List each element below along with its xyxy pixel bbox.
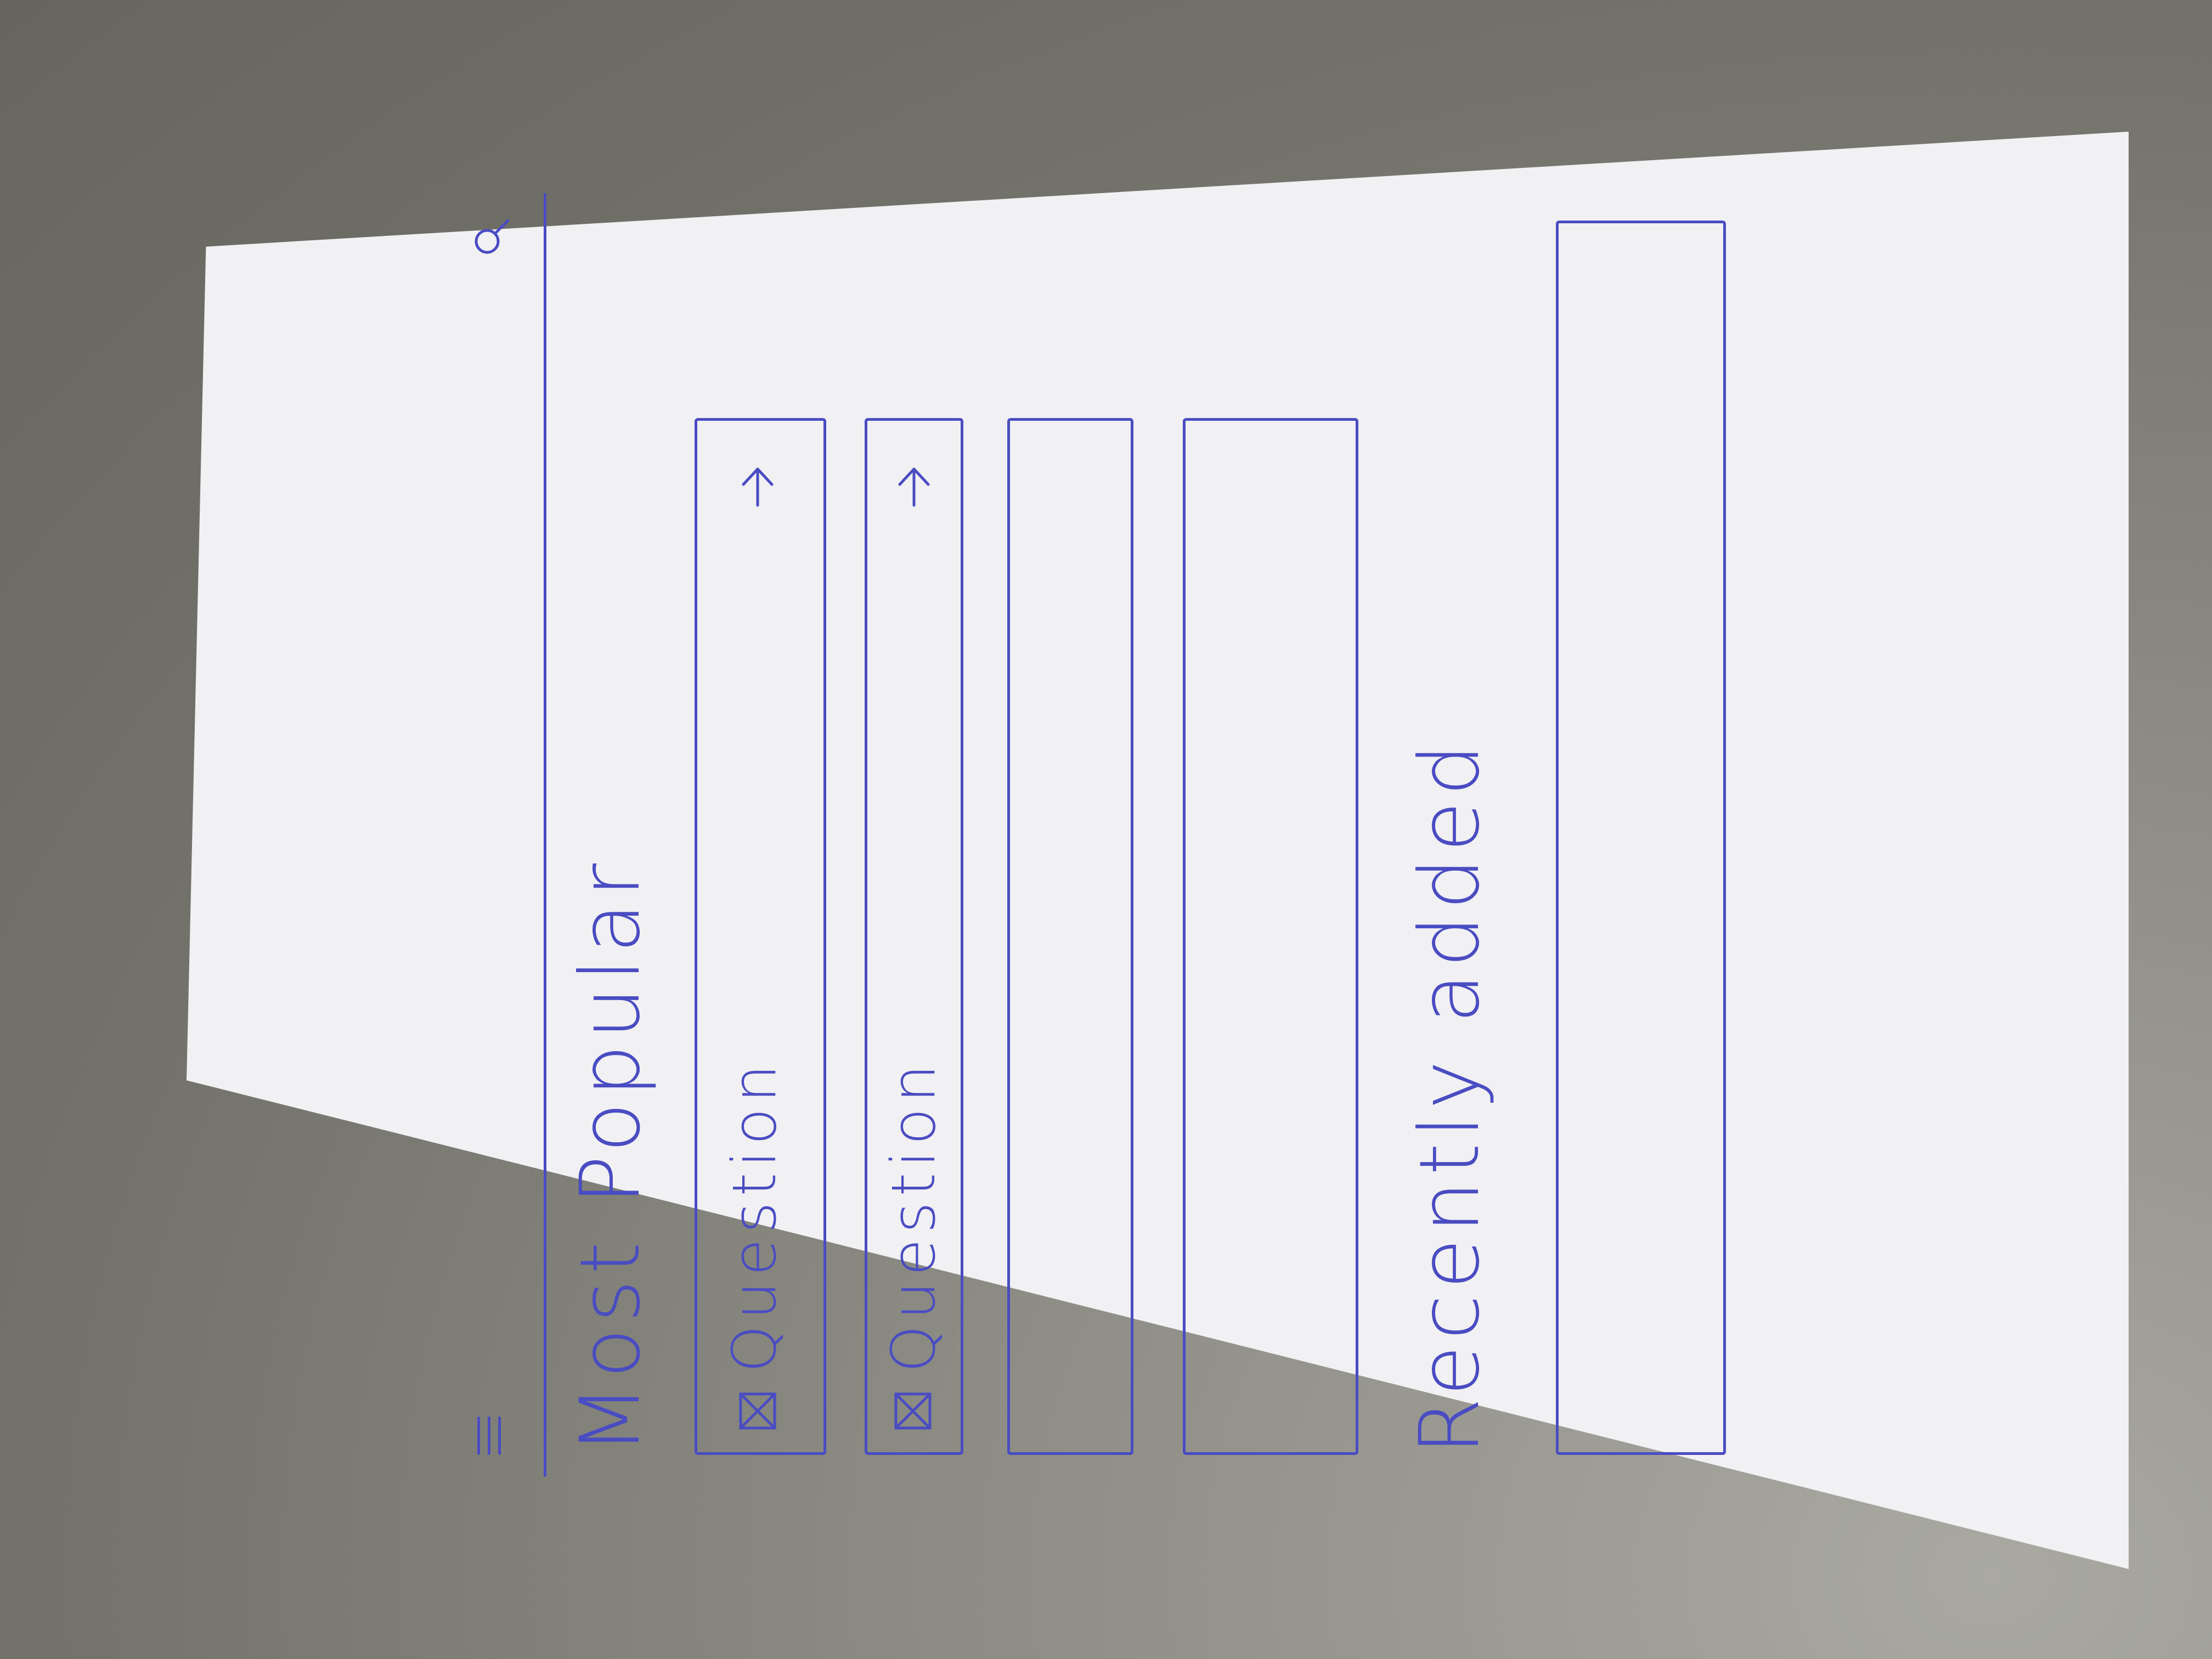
search-icon[interactable]: [470, 215, 514, 259]
list-item-placeholder-3[interactable]: [1007, 418, 1133, 1455]
recently-added-card[interactable]: [1556, 221, 1726, 1455]
list-item-label: Question: [878, 1059, 949, 1373]
section-title-most-popular: Most Popular: [563, 857, 658, 1455]
list-item-question-2[interactable]: Question: [865, 418, 963, 1455]
section-title-recently-added: Recently added: [1402, 738, 1498, 1455]
arrow-right-icon[interactable]: [892, 465, 936, 509]
hamburger-menu-icon[interactable]: [470, 1417, 509, 1455]
app-sketch: Most Popular Question Question Recently …: [448, 171, 1764, 1488]
header-divider: [544, 193, 546, 1477]
list-item-label: Question: [719, 1059, 789, 1373]
list-item-question-1[interactable]: Question: [695, 418, 826, 1455]
list-item-placeholder-4[interactable]: [1183, 418, 1358, 1455]
checkbox-crossed-icon[interactable]: [894, 1392, 932, 1430]
checkbox-crossed-icon[interactable]: [738, 1392, 777, 1430]
arrow-right-icon[interactable]: [736, 465, 780, 509]
